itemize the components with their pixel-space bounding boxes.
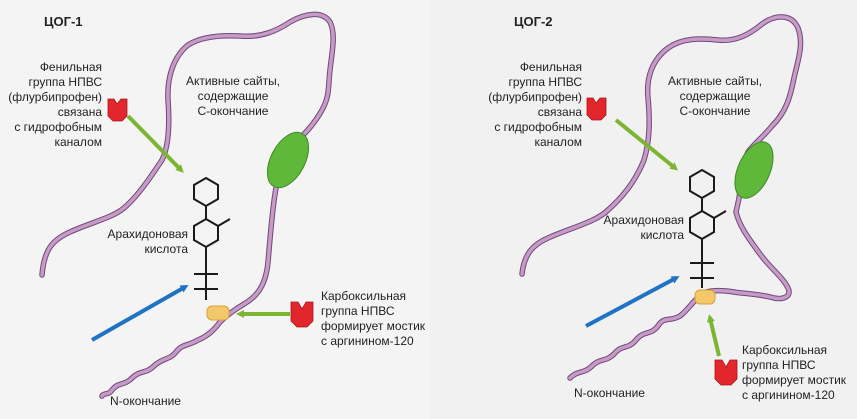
cox2-phenyl-cup-icon — [586, 97, 607, 121]
cox1-arginine-blob — [206, 305, 230, 321]
cox2-phenyl-line-6: каналом — [534, 135, 582, 149]
cox2-phenyl-line-4: связана — [537, 105, 582, 119]
cox2-carboxyl-line-2: группа НПВС — [742, 358, 816, 372]
cox2-carboxyl-line-4: с аргинином-120 — [742, 388, 835, 402]
cox1-carboxyl-line-4: с аргинином-120 — [321, 334, 414, 348]
cox2-acid-line-2: кислота — [640, 228, 684, 242]
cox2-nterm-label: N-окончание — [574, 386, 645, 400]
cox1-carboxyl-label: Карбоксильная группа НПВС формирует мост… — [321, 289, 429, 349]
cox2-carboxyl-line-1: Карбоксильная — [742, 343, 828, 357]
cox1-phenyl-line-2: группа НПВС — [28, 75, 102, 89]
cox1-active-site-label: Активные сайты, содержащие С-окончание — [178, 74, 288, 119]
cox1-carboxyl-line-3: формирует мостик — [321, 319, 426, 333]
cox1-drawing — [39, 11, 336, 399]
cox2-title: ЦОГ-2 — [514, 14, 553, 29]
cox1-active-line-1: Активные сайты, — [185, 74, 281, 88]
cox2-carboxyl-line-3: формирует мостик — [742, 373, 847, 387]
cox2-carboxyl-label: Карбоксильная группа НПВС формирует мост… — [742, 343, 854, 403]
cox1-phenyl-line-5: с гидрофобным — [14, 120, 102, 134]
cox1-arachidonic-acid-structure — [193, 176, 231, 300]
cox1-phenyl-cup-icon — [107, 98, 128, 122]
cox2-active-line-3: С-окончание — [679, 104, 751, 118]
cox2-active-site-label: Активные сайты, содержащие С-окончание — [660, 74, 770, 119]
cox1-carboxyl-line-2: группа НПВС — [321, 304, 395, 318]
cox2-phenyl-line-5: с гидрофобным — [494, 120, 582, 134]
cox1-phenyl-line-1: Фенильная — [39, 60, 102, 74]
cox2-phenyl-line-3: (флурбипрофен) — [488, 90, 582, 104]
cox1-blue-arrow — [91, 285, 189, 342]
cox2-phenyl-line-1: Фенильная — [519, 60, 582, 74]
cox1-nterm-label: N-окончание — [110, 394, 181, 408]
cox2-arginine-blob — [694, 289, 716, 305]
cox2-blue-arrow — [585, 276, 680, 328]
cox1-carboxyl-line-1: Карбоксильная — [321, 289, 407, 303]
cox2-acid-label: Арахидоновая кислота — [596, 213, 684, 243]
cox1-phenyl-line-3: (флурбипрофен) — [8, 90, 102, 104]
cox2-active-site — [734, 141, 774, 199]
cox2-carboxyl-cup-icon — [714, 359, 738, 386]
cox2-phenyl-label: Фенильная группа НПВС (флурбипрофен) свя… — [480, 60, 582, 150]
cox1-panel: ЦОГ-1 Фенильная группа НПВС (флурбипрофе… — [2, 11, 429, 408]
cox1-phenyl-line-4: связана — [57, 105, 102, 119]
cox2-phenyl-arrow — [614, 118, 679, 171]
cox1-phenyl-arrow — [126, 114, 184, 173]
cox1-phenyl-label: Фенильная группа НПВС (флурбипрофен) свя… — [2, 60, 102, 150]
cox1-title: ЦОГ-1 — [44, 14, 83, 29]
cox2-panel: ЦОГ-2 Фенильная группа НПВС (флурбипрофе… — [430, 0, 857, 419]
cox1-active-line-3: С-окончание — [197, 104, 269, 118]
cox2-carboxyl-arrow — [707, 314, 721, 357]
cox1-acid-line-2: кислота — [144, 242, 188, 256]
cox1-carboxyl-cup-icon — [290, 301, 314, 328]
cox1-phenyl-line-6: каналом — [54, 135, 102, 149]
cox1-acid-label: Арахидоновая кислота — [100, 227, 188, 257]
cox1-active-line-2: содержащие — [197, 89, 269, 103]
cox2-active-line-1: Активные сайты, — [667, 74, 763, 88]
cox2-phenyl-line-2: группа НПВС — [508, 75, 582, 89]
cox2-drawing — [519, 14, 804, 386]
cox2-arachidonic-acid-structure — [689, 168, 727, 288]
cox1-acid-line-1: Арахидоновая — [107, 227, 188, 241]
cox2-acid-line-1: Арахидоновая — [603, 213, 684, 227]
cox1-active-site — [266, 131, 310, 189]
cox2-active-line-2: содержащие — [679, 89, 751, 103]
